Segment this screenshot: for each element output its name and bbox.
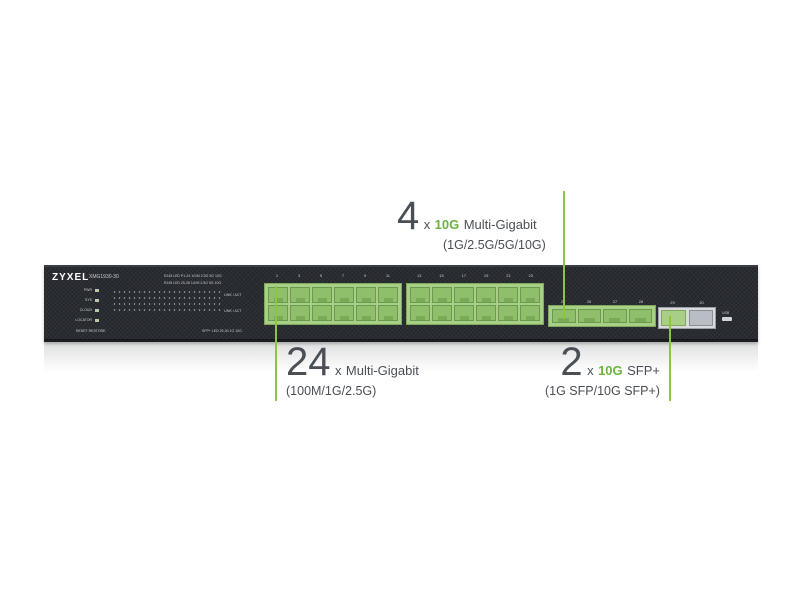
network-switch: ZYXEL XMG1930-30 PWR SYS CLOUD LOCATOR R… [44,265,758,342]
rj45-port[interactable] [268,287,288,303]
rj45-port[interactable] [410,305,430,321]
usb-label: USB [722,311,730,315]
locator-led-icon [95,318,99,322]
rj45-port-group-1-12 [264,283,402,325]
port-led-grid [112,289,222,315]
callout-sfp-plus: 2 x 10G SFP+ (1G SFP/10G SFP+) [545,340,660,398]
rj45-port-group-13-24 [406,283,544,325]
cloud-led-icon [95,308,99,312]
power-led-icon [95,288,99,292]
rj45-port[interactable] [454,305,474,321]
port-number-row: 1 3 5 7 9 11 [275,273,391,278]
callout-line-sfp [669,316,671,401]
sfp-led-legend: SFP+ LED 29-30 1G 10G [202,329,242,333]
rj45-port[interactable] [356,287,376,303]
rj45-port[interactable] [476,305,496,321]
rj45-port[interactable] [520,305,540,321]
led-legend-top: RJ45 LED P1-24 1G/M 2.5G 5G 10G [164,274,222,278]
model-number: XMG1930-30 [89,274,119,280]
sfp-port-group [658,307,716,329]
callout-line-10g-rj45 [563,191,565,319]
device-reflection [44,340,758,372]
rj45-port[interactable] [498,305,518,321]
rj45-10g-port-group [548,305,656,327]
rj45-port[interactable] [334,287,354,303]
rj45-port[interactable] [378,305,398,321]
status-led-row: CLOUD [54,305,99,315]
port-number-row: 13 15 17 19 21 23 [416,273,534,278]
rj45-port[interactable] [290,287,310,303]
link-act-label: LINK / ACT [224,309,242,313]
rj45-port[interactable] [432,305,452,321]
link-act-label: LINK / ACT [224,293,242,297]
port-number-row: 25 26 27 28 [561,299,644,304]
usb-port[interactable] [722,317,732,321]
rj45-port[interactable] [498,287,518,303]
rj45-port[interactable] [410,287,430,303]
brand-logo: ZYXEL [52,272,90,283]
callout-10g-multigigabit: 4 x 10G Multi-Gigabit (1G/2.5G/5G/10G) [397,194,546,252]
sfp-port[interactable] [688,310,713,326]
rj45-port[interactable] [334,305,354,321]
sfp-port[interactable] [661,310,686,326]
rj45-10g-port[interactable] [603,309,627,323]
rj45-port[interactable] [378,287,398,303]
rj45-port[interactable] [520,287,540,303]
rj45-port[interactable] [454,287,474,303]
rj45-10g-port[interactable] [577,309,601,323]
rj45-port[interactable] [312,305,332,321]
rj45-10g-port[interactable] [628,309,652,323]
system-led-icon [95,298,99,302]
rj45-port[interactable] [312,287,332,303]
rj45-port[interactable] [356,305,376,321]
status-led-row: SYS [54,295,99,305]
status-led-row: LOCATOR [54,315,99,325]
reset-restore-label: RESET RESTORE [76,329,106,333]
status-led-panel: PWR SYS CLOUD LOCATOR [54,285,99,325]
led-legend-bottom: RJ45 LED 25-28 1G/M 2.5G 5G 10G [164,281,222,285]
rj45-port[interactable] [476,287,496,303]
status-led-row: PWR [54,285,99,295]
rj45-port[interactable] [290,305,310,321]
callout-line-multigig [275,286,277,401]
rj45-port[interactable] [268,305,288,321]
port-number-row: 29 30 [670,300,704,305]
rj45-port[interactable] [432,287,452,303]
callout-24-multigigabit: 24 x Multi-Gigabit (100M/1G/2.5G) [286,340,419,398]
